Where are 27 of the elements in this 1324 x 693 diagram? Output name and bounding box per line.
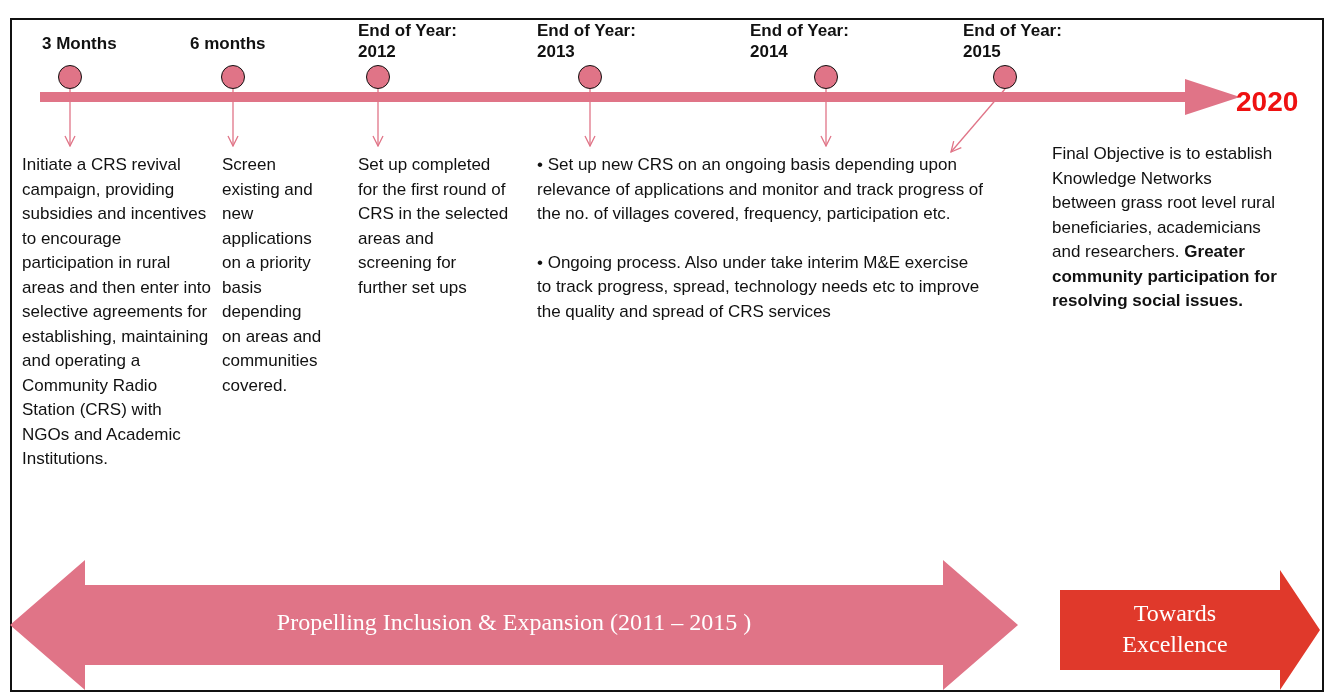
arrow [820, 88, 832, 147]
milestone-label: 6 months [190, 33, 267, 54]
bullet-paragraph: • Ongoing process. Also under take interim M&E exercise to track progress, spread, technology needs etc to improve the quality and spread of CRS services [537, 251, 981, 323]
phase-label: Towards Excellence [1122, 600, 1228, 657]
milestone-label: End of Year: 2014 [750, 20, 850, 62]
milestone-dot [366, 65, 390, 89]
milestone-description: Set up completed for the first round of CRS in the selected areas and screening for further set ups [358, 153, 510, 300]
bullet-paragraph: • Set up new CRS on an ongoing basis depending upon relevance of applications and monitor and track progress of the no. of villages covered, frequency, participation etc. [537, 154, 985, 225]
arrow [584, 88, 596, 147]
arrow [950, 88, 1006, 153]
final-objective-text: Final Objective is to establish Knowledge Networks between grass root level rural beneficiaries, academicians and researchers. Greater community participation for resolving social issues. [1052, 143, 1278, 312]
milestone-label: 3 Months [42, 33, 118, 54]
arrow [372, 88, 384, 147]
milestone-dot [221, 65, 245, 89]
milestone-dot [814, 65, 838, 89]
milestone-dot [993, 65, 1017, 89]
phase-label: Propelling Inclusion & Expansion (2011 – 2015 ) [276, 609, 752, 635]
milestone-label: End of Year: 2013 [537, 20, 637, 62]
milestone-description: Initiate a CRS revival campaign, providing subsidies and incentives to encourage participation in rural areas and then enter into selective agreements for establishing, maintaining and operating a Community Radio Station (CRS) with NGOs and Academic Institutions. [22, 153, 212, 472]
end-year-label: 2020 [1236, 86, 1300, 118]
milestone-label: End of Year: 2015 [963, 20, 1063, 62]
milestone-dot [578, 65, 602, 89]
milestone-description: Screen existing and new applications on a priority basis depending on areas and communities covered. [222, 153, 324, 398]
milestone-label: End of Year: 2012 [358, 20, 458, 62]
arrow [64, 88, 76, 147]
arrow [227, 88, 239, 147]
milestone-dot [58, 65, 82, 89]
